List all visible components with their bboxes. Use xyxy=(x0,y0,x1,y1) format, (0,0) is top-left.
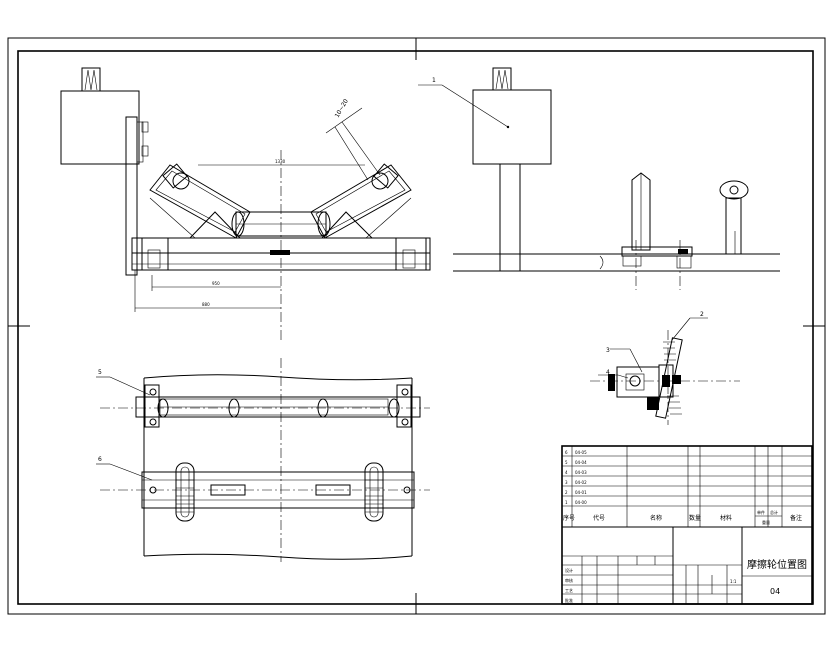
sign-process: 工艺 xyxy=(565,588,573,593)
plan-view xyxy=(96,358,430,562)
callout-1: 1 xyxy=(432,77,436,84)
bom-header-code: 代号 xyxy=(593,514,605,522)
friction-wheel-left xyxy=(175,462,195,522)
bom-header-total: 总计 xyxy=(770,509,778,515)
front-view xyxy=(60,67,431,340)
title-block xyxy=(561,445,813,605)
bom-no-1: 6 xyxy=(565,450,568,455)
dim-880: 880 xyxy=(202,302,210,307)
bom-header-weight: 重量 xyxy=(762,519,770,525)
bom-code-1: 04-05 xyxy=(575,450,587,455)
bom-header-qty: 数量 xyxy=(689,514,701,522)
sign-review: 审核 xyxy=(565,577,573,583)
callout-4: 4 xyxy=(606,369,610,376)
callout-3: 3 xyxy=(606,347,610,354)
friction-wheel-right xyxy=(364,462,384,522)
bom-code-5: 04-01 xyxy=(575,490,587,495)
drawing-number: 04 xyxy=(770,587,780,596)
bom-code-3: 04-03 xyxy=(575,470,587,475)
bom-no-6: 1 xyxy=(565,500,568,505)
sign-approve: 批准 xyxy=(565,597,573,603)
bom-no-3: 4 xyxy=(565,470,568,475)
drawing-scale: 1:1 xyxy=(730,579,737,584)
side-view xyxy=(418,67,780,290)
bom-header-material: 材料 xyxy=(720,514,732,522)
bom-no-2: 5 xyxy=(565,460,568,465)
angle-label: 10~20 xyxy=(334,98,350,119)
bom-header-name: 名称 xyxy=(650,514,662,522)
detail-view xyxy=(590,317,740,425)
bom-header-unit: 单件 xyxy=(757,509,765,515)
bom-no-5: 2 xyxy=(565,490,568,495)
sign-design: 设计 xyxy=(565,567,573,573)
drawing-title: 摩擦轮位置图 xyxy=(747,558,807,571)
sheet-border xyxy=(7,37,826,615)
bom-code-2: 04-04 xyxy=(575,460,587,465)
bom-code-6: 04-00 xyxy=(575,500,587,505)
callout-5: 5 xyxy=(98,369,102,376)
bom-header-remark: 备注 xyxy=(790,514,802,522)
bom-header-no: 序号 xyxy=(563,514,575,522)
callout-6: 6 xyxy=(98,456,102,463)
bom-code-4: 04-02 xyxy=(575,480,587,485)
bom-no-4: 3 xyxy=(565,480,568,485)
callout-2: 2 xyxy=(700,311,704,318)
dim-1330: 1330 xyxy=(275,159,286,164)
dim-950: 950 xyxy=(212,281,220,286)
